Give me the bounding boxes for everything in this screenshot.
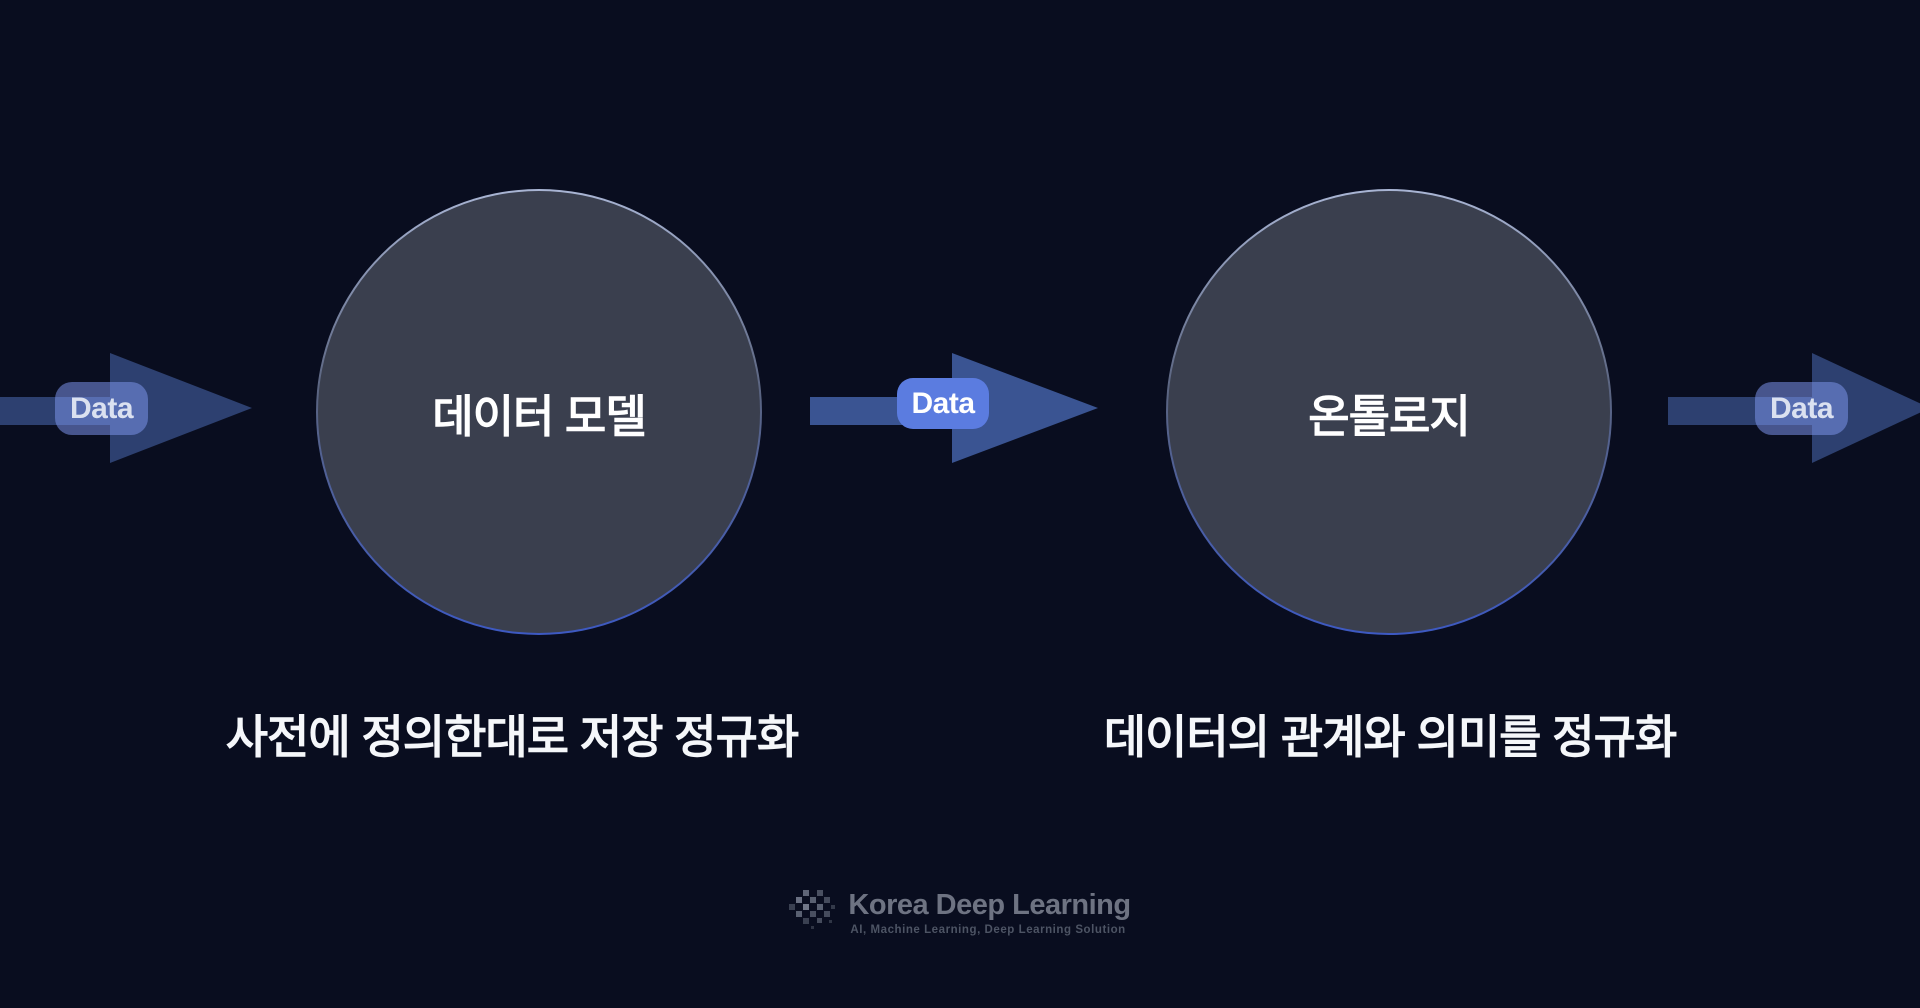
brand-tagline: AI, Machine Learning, Deep Learning Solu… xyxy=(850,923,1126,936)
logo-text: Korea Deep Learning AI, Machine Learning… xyxy=(848,889,1131,936)
caption-data-model: 사전에 정의한대로 저장 정규화 xyxy=(225,711,800,763)
data-label: Data xyxy=(69,391,134,425)
footer-logo: Korea Deep Learning AI, Machine Learning… xyxy=(0,890,1920,936)
node-label: 데이터 모델 xyxy=(432,390,647,442)
caption-ontology: 데이터의 관계와 의미를 정규화 xyxy=(1103,711,1678,763)
node-data-model: 데이터 모델 xyxy=(316,189,762,635)
data-label-pill: Data xyxy=(55,382,148,435)
data-label: Data xyxy=(911,386,975,420)
node-ontology-body: 온톨로지 xyxy=(1168,191,1610,633)
brand-name: Korea Deep Learning xyxy=(848,889,1131,922)
node-label: 온톨로지 xyxy=(1308,390,1471,442)
data-label-pill: Data xyxy=(1755,382,1848,435)
node-data-model-body: 데이터 모델 xyxy=(318,191,760,633)
data-label-pill: Data xyxy=(897,378,989,429)
data-label: Data xyxy=(1769,391,1834,425)
node-ontology: 온톨로지 xyxy=(1166,189,1612,635)
pixel-brain-icon xyxy=(789,890,836,929)
